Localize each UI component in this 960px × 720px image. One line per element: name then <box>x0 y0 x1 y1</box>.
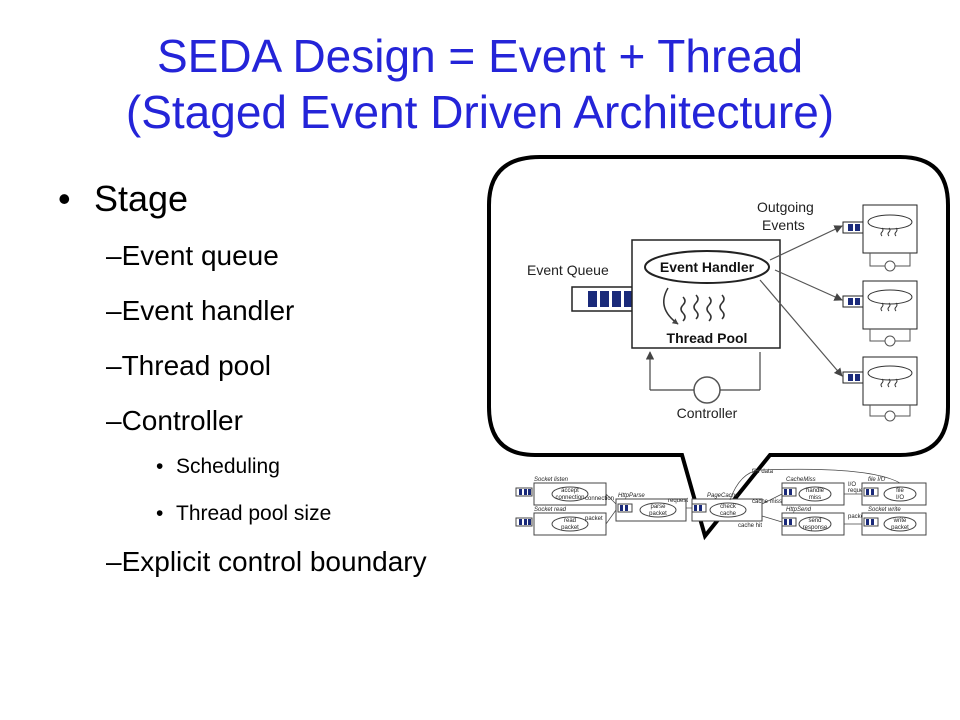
svg-text:Socket read: Socket read <box>534 507 567 513</box>
svg-text:packet: packet <box>561 525 579 531</box>
thread-squiggles <box>680 294 725 322</box>
event-handler-label: Event Handler <box>660 259 755 275</box>
svg-text:PageCache: PageCache <box>707 493 739 499</box>
mini-stage-2 <box>842 280 918 347</box>
svg-text:response: response <box>803 525 828 531</box>
title-line-1: SEDA Design = Event + Thread <box>156 30 804 82</box>
controller-label: Controller <box>677 405 738 421</box>
svg-text:miss: miss <box>809 495 821 501</box>
bullet-event-handler: –Event handler <box>106 295 295 326</box>
svg-text:packet: packet <box>585 516 603 522</box>
svg-text:Socket listen: Socket listen <box>534 477 569 483</box>
svg-text:parse: parse <box>650 504 666 510</box>
svg-text:connection: connection <box>555 495 584 501</box>
slide-title: SEDA Design = Event + Thread (Staged Eve… <box>0 28 960 140</box>
bullet-dot: • <box>58 178 71 219</box>
controller-circle <box>693 376 721 404</box>
svg-text:request: request <box>668 498 688 504</box>
pipeline-diagram: Socket listen accept connection Socket r… <box>515 468 927 536</box>
svg-text:handle: handle <box>806 488 825 494</box>
svg-text:packet: packet <box>891 525 909 531</box>
svg-text:HttpSend: HttpSend <box>786 507 812 513</box>
svg-text:file: file <box>896 488 904 494</box>
bullet-thread-pool: –Thread pool <box>106 350 272 381</box>
mini-stage-1 <box>842 204 918 272</box>
thread-pool-label: Thread Pool <box>667 330 748 346</box>
event-queue <box>571 286 639 312</box>
svg-text:connection: connection <box>585 496 614 502</box>
bullet-explicit-control-boundary: –Explicit control boundary <box>106 546 427 577</box>
svg-text:cache: cache <box>720 511 737 517</box>
svg-text:check: check <box>720 504 737 510</box>
svg-text:read: read <box>564 518 576 524</box>
outgoing-events-label: Outgoing Events <box>757 199 818 233</box>
svg-text:file data: file data <box>752 469 774 475</box>
svg-text:Socket write: Socket write <box>868 507 901 513</box>
svg-text:send: send <box>808 518 821 524</box>
title-line-2: (Staged Event Driven Architecture) <box>125 86 835 138</box>
svg-text:write: write <box>893 518 907 524</box>
svg-text:packet: packet <box>649 511 667 517</box>
bullet-scheduling: •Scheduling <box>156 455 280 478</box>
svg-text:I/O: I/O <box>896 495 904 501</box>
svg-text:file I/O: file I/O <box>868 477 886 483</box>
svg-text:accept: accept <box>561 488 579 494</box>
svg-text:request: request <box>848 488 868 494</box>
bullet-event-queue: –Event queue <box>106 240 279 271</box>
svg-text:CacheMiss: CacheMiss <box>786 477 816 483</box>
svg-text:cache hit: cache hit <box>738 523 762 529</box>
svg-text:HttpParse: HttpParse <box>618 493 645 499</box>
event-handler-ellipse <box>644 250 770 284</box>
mini-stage-3 <box>842 356 918 422</box>
svg-text:cache miss: cache miss <box>752 499 782 505</box>
bullet-controller: –Controller <box>106 405 243 436</box>
bullet-stage: •Stage <box>58 178 189 219</box>
event-queue-label: Event Queue <box>527 262 609 278</box>
bullet-thread-pool-size: •Thread pool size <box>156 502 332 525</box>
svg-text:I/O: I/O <box>848 482 856 488</box>
svg-text:packet: packet <box>848 514 866 520</box>
